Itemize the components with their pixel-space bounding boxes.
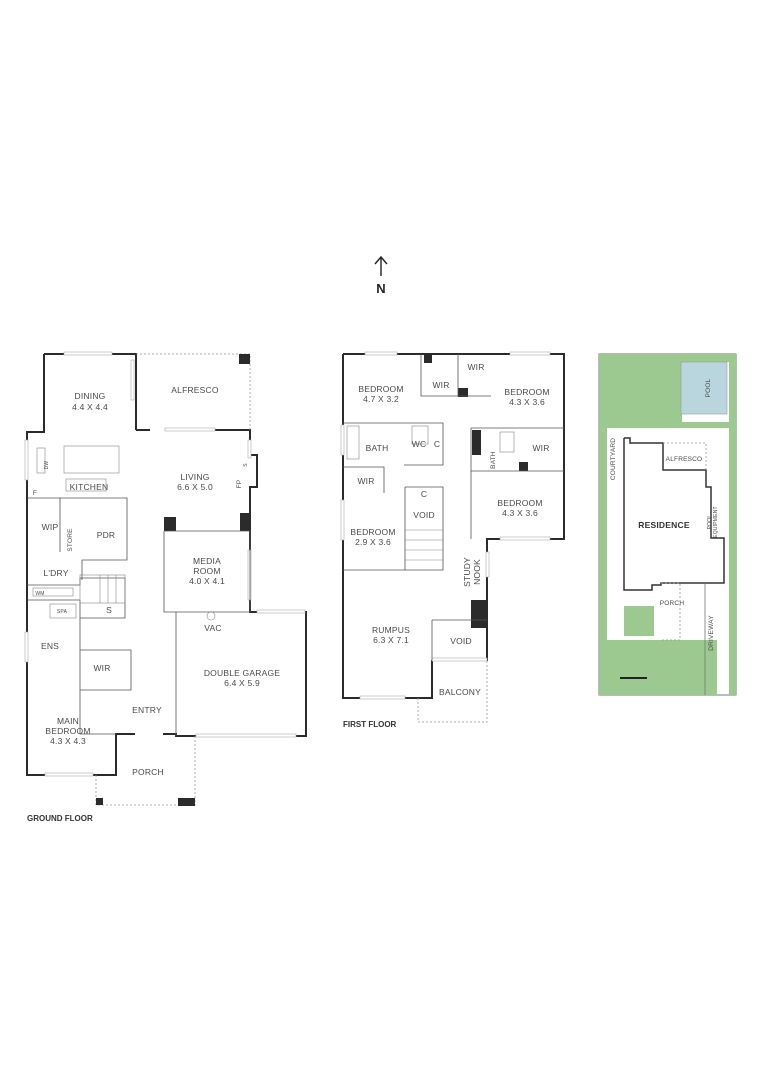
first-floor-plan (340, 351, 565, 723)
svg-text:LIVING: LIVING (180, 472, 209, 482)
svg-text:POOL: POOL (705, 378, 712, 397)
svg-text:FP: FP (236, 480, 243, 489)
svg-text:PORCH: PORCH (660, 600, 685, 607)
svg-text:ENTRY: ENTRY (132, 705, 162, 715)
svg-text:BEDROOM: BEDROOM (504, 387, 549, 397)
svg-text:STUDY: STUDY (462, 557, 472, 587)
svg-text:WIR: WIR (93, 663, 110, 673)
svg-text:BEDROOM: BEDROOM (350, 527, 395, 537)
svg-text:4.7 X 3.2: 4.7 X 3.2 (363, 394, 399, 404)
svg-text:PORCH: PORCH (132, 767, 164, 777)
ground-floor-labels: DINING 4.4 X 4.4 ALFRESCO KITCHEN LIVING… (27, 385, 280, 823)
svg-text:POOL: POOL (707, 515, 713, 530)
svg-text:WIP: WIP (42, 522, 59, 532)
svg-text:BEDROOM: BEDROOM (358, 384, 403, 394)
svg-text:RUMPUS: RUMPUS (372, 625, 410, 635)
site-plan-labels: POOL COURTYARD ALFRESCO RESIDENCE POOL E… (610, 378, 719, 650)
svg-text:DINING: DINING (75, 391, 106, 401)
svg-text:BATH: BATH (366, 443, 389, 453)
svg-text:DW: DW (44, 461, 50, 470)
svg-text:NOOK: NOOK (472, 559, 482, 585)
svg-text:PDR: PDR (97, 530, 116, 540)
ground-floor-plan (24, 351, 307, 806)
north-label: N (376, 281, 386, 296)
svg-text:EQUIPMENT: EQUIPMENT (713, 506, 719, 538)
svg-text:VAC: VAC (204, 623, 221, 633)
svg-text:MAIN: MAIN (57, 716, 79, 726)
svg-text:2.9 X 3.6: 2.9 X 3.6 (355, 537, 391, 547)
svg-text:WIR: WIR (432, 380, 449, 390)
ground-floor-title: GROUND FLOOR (27, 814, 93, 823)
svg-text:6.3 X 7.1: 6.3 X 7.1 (373, 635, 409, 645)
first-floor-staircase (405, 529, 443, 561)
svg-text:ENS: ENS (41, 641, 59, 651)
svg-text:BEDROOM: BEDROOM (45, 726, 90, 736)
pool-area (680, 361, 728, 415)
staircase (79, 574, 126, 604)
svg-text:MEDIA: MEDIA (193, 556, 221, 566)
site-plan (598, 353, 737, 696)
svg-text:S: S (106, 605, 112, 615)
svg-text:WIR: WIR (357, 476, 374, 486)
svg-text:WIR: WIR (532, 443, 549, 453)
svg-text:SPA: SPA (57, 609, 68, 615)
svg-text:4.3 X 3.6: 4.3 X 3.6 (509, 397, 545, 407)
svg-text:ROOM: ROOM (193, 566, 220, 576)
svg-text:F: F (33, 490, 37, 497)
svg-text:4.3 X 4.3: 4.3 X 4.3 (50, 736, 86, 746)
svg-text:BEDROOM: BEDROOM (497, 498, 542, 508)
svg-text:COURTYARD: COURTYARD (610, 438, 617, 480)
svg-text:WIR: WIR (467, 362, 484, 372)
svg-text:L'DRY: L'DRY (43, 568, 68, 578)
svg-text:C: C (421, 489, 427, 499)
pillar (239, 354, 250, 364)
svg-text:BATH: BATH (490, 451, 497, 469)
svg-text:WC: WC (412, 439, 427, 449)
svg-text:DRIVEWAY: DRIVEWAY (708, 615, 715, 651)
svg-text:BALCONY: BALCONY (439, 687, 481, 697)
svg-text:RESIDENCE: RESIDENCE (638, 520, 690, 530)
svg-text:ALFRESCO: ALFRESCO (171, 385, 219, 395)
svg-text:VOID: VOID (450, 636, 472, 646)
svg-text:DOUBLE GARAGE: DOUBLE GARAGE (204, 668, 280, 678)
svg-text:S: S (243, 463, 249, 467)
svg-text:C: C (434, 439, 440, 449)
svg-text:4.3 X 3.6: 4.3 X 3.6 (502, 508, 538, 518)
svg-text:6.6 X 5.0: 6.6 X 5.0 (177, 482, 213, 492)
first-floor-title: FIRST FLOOR (343, 720, 397, 729)
north-arrow-icon (374, 255, 388, 276)
svg-text:6.4 X 5.9: 6.4 X 5.9 (224, 678, 260, 688)
first-floor-labels: BEDROOM 4.7 X 3.2 WIR WIR BEDROOM 4.3 X … (343, 362, 549, 729)
svg-text:VOID: VOID (413, 510, 435, 520)
svg-text:4.4 X 4.4: 4.4 X 4.4 (72, 402, 108, 412)
svg-text:4.0 X 4.1: 4.0 X 4.1 (189, 576, 225, 586)
svg-text:KITCHEN: KITCHEN (70, 482, 109, 492)
svg-text:ALFRESCO: ALFRESCO (666, 456, 703, 463)
svg-text:WM: WM (35, 591, 44, 597)
svg-text:STORE: STORE (67, 528, 74, 552)
